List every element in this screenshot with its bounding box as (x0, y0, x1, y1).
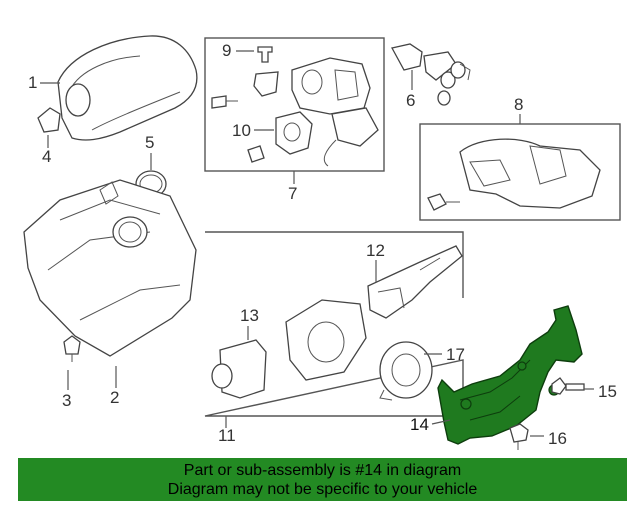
callout-15: 15 (598, 382, 617, 401)
part-13-ignition-module[interactable] (211, 339, 267, 399)
banner-line-1: Part or sub-assembly is #14 in diagram (183, 462, 462, 479)
part-9-screw[interactable] (257, 46, 273, 63)
part-connector-harness[interactable] (247, 107, 379, 167)
part-14-column-bracket[interactable] (437, 305, 583, 445)
part-17-clock-spring[interactable] (379, 341, 433, 401)
part-12-combination-switch[interactable] (367, 245, 463, 319)
callout-3: 3 (62, 391, 71, 410)
callout-10: 10 (232, 121, 251, 140)
part-15-bolt[interactable] (551, 377, 585, 395)
part-1-upper-cover[interactable] (57, 35, 198, 141)
callout-2: 2 (110, 388, 119, 407)
callout-16: 16 (548, 429, 567, 448)
callout-13: 13 (240, 306, 259, 325)
part-16-bolt[interactable] (509, 423, 529, 450)
callout-6: 6 (406, 91, 415, 110)
callout-17: 17 (446, 345, 465, 364)
part-steering-lock-assembly[interactable] (427, 138, 601, 211)
callout-5: 5 (145, 133, 154, 152)
part-2-lower-cover[interactable] (23, 179, 197, 357)
banner-line-2: Diagram may not be specific to your vehi… (167, 481, 478, 498)
callout-9: 9 (222, 41, 231, 60)
part-switch-base[interactable] (285, 299, 367, 381)
callout-7: 7 (288, 184, 297, 203)
callout-14: 14 (410, 415, 429, 434)
leader-14 (431, 419, 451, 425)
callout-4: 4 (42, 147, 51, 166)
callout-12: 12 (366, 241, 385, 260)
part-3-push-clip[interactable] (63, 335, 81, 362)
part-6-key-set[interactable] (391, 43, 471, 106)
part-4-clip[interactable] (37, 107, 61, 133)
part-lock-cylinder-housing[interactable] (211, 57, 371, 115)
callout-1: 1 (28, 73, 37, 92)
part-10-ignition-switch[interactable] (275, 111, 313, 155)
callout-8: 8 (514, 95, 523, 114)
callout-11: 11 (218, 426, 236, 445)
info-banner: Part or sub-assembly is #14 in diagram D… (18, 458, 627, 501)
